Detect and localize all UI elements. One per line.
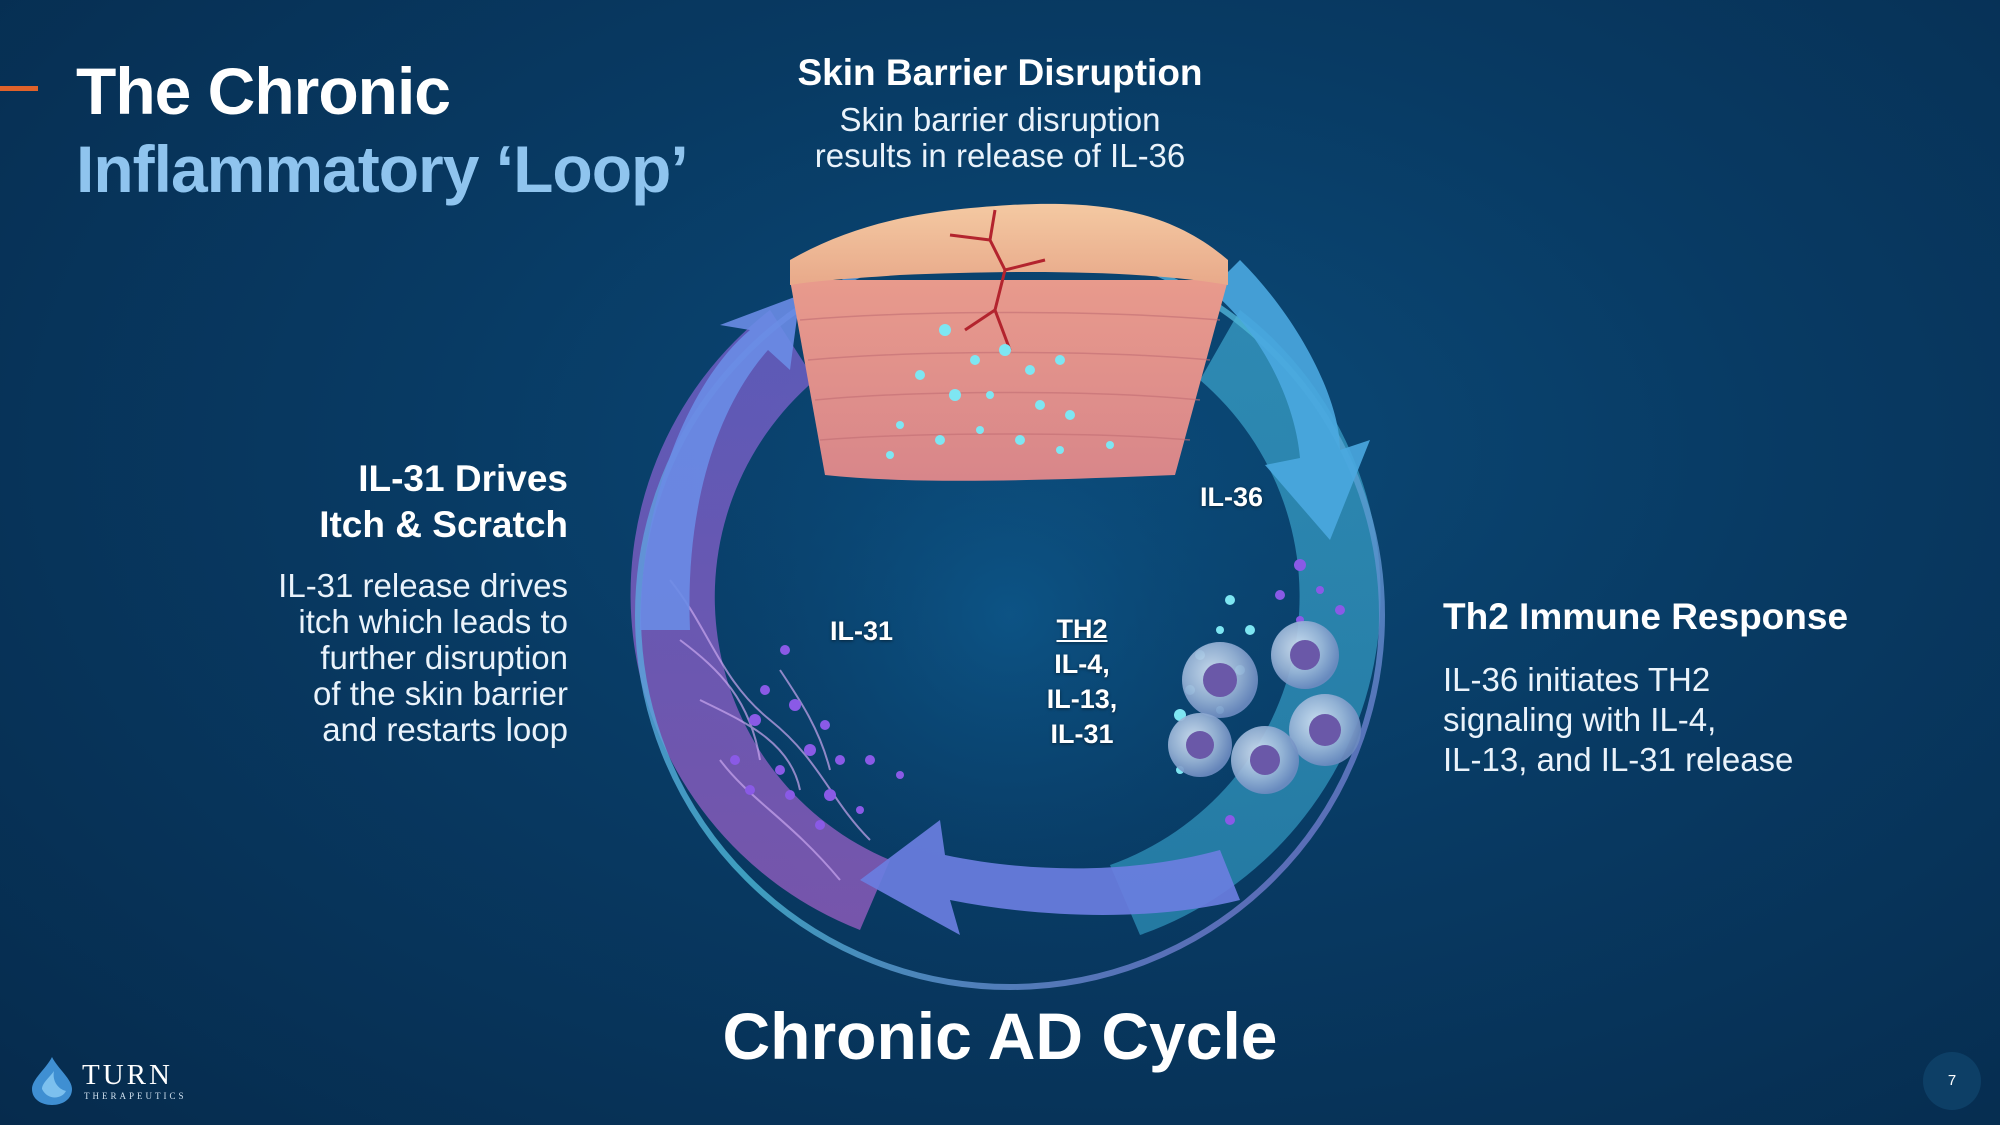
page-title: The Chronic Inflammatory ‘Loop’	[76, 52, 689, 208]
th2-body-line: IL-36 initiates TH2	[1443, 661, 1711, 698]
th2-body: IL-36 initiates TH2 signaling with IL-4,…	[1443, 660, 1963, 780]
immune-cells	[1168, 621, 1361, 794]
arrow-down-right	[1210, 260, 1370, 540]
skin-barrier-body: Skin barrier disruption results in relea…	[740, 102, 1260, 174]
skin-crack	[949, 209, 1046, 351]
company-logo: TURN THERAPEUTICS	[28, 1055, 208, 1111]
th2-block: Th2 Immune Response IL-36 initiates TH2 …	[1443, 594, 1963, 780]
nerve-lines	[669, 579, 871, 881]
il31-particles	[730, 645, 904, 830]
cycle-title: Chronic AD Cycle	[722, 999, 1278, 1073]
il31-body: IL-31 release drives itch which leads to…	[200, 568, 568, 748]
skin-barrier-heading: Skin Barrier Disruption	[797, 52, 1203, 93]
th2-label-title: TH2	[1056, 614, 1108, 644]
th2-label-line: IL-13,	[1046, 684, 1118, 714]
il31-body-line: itch which leads to	[298, 603, 568, 640]
il31-body-line: further disruption	[320, 639, 568, 676]
th2-label-line: IL-31	[1050, 719, 1114, 749]
arrow-up-left	[640, 295, 800, 630]
skin-block-illustration	[790, 203, 1228, 481]
skin-barrier-body-line: Skin barrier disruption	[839, 101, 1161, 138]
cycle-diagram	[630, 203, 1390, 990]
il31-body-line: IL-31 release drives	[278, 567, 568, 604]
logo-subtitle: THERAPEUTICS	[84, 1091, 187, 1101]
th2-label-line: IL-4,	[1054, 649, 1110, 679]
th2-cytokine-label: TH2 IL-4, IL-13, IL-31	[1040, 612, 1124, 752]
th2-body-line: signaling with IL-4,	[1443, 701, 1717, 738]
purple-particles-right	[1225, 559, 1345, 825]
il31-block: IL-31 Drives Itch & Scratch IL-31 releas…	[200, 456, 568, 748]
accent-bar	[0, 86, 38, 91]
il31-heading-line: Itch & Scratch	[319, 504, 568, 545]
th2-heading: Th2 Immune Response	[1443, 596, 1849, 637]
droplet-icon	[32, 1057, 72, 1105]
skin-side	[790, 280, 1228, 481]
il31-heading-line: IL-31 Drives	[358, 458, 568, 499]
title-line-2: Inflammatory ‘Loop’	[76, 132, 689, 206]
logo-wordmark: TURN	[82, 1059, 173, 1091]
arrow-bottom-left	[860, 820, 1240, 935]
il36-label: IL-36	[1200, 482, 1264, 512]
il31-heading: IL-31 Drives Itch & Scratch	[200, 456, 568, 548]
il31-body-line: and restarts loop	[322, 711, 568, 748]
skin-barrier-block: Skin Barrier Disruption Skin barrier dis…	[740, 50, 1260, 174]
il31-body-line: of the skin barrier	[313, 675, 568, 712]
skin-barrier-body-line: results in release of IL-36	[814, 137, 1186, 174]
il36-particles	[886, 324, 1114, 459]
page-number: 7	[1923, 1052, 1981, 1110]
il31-label: IL-31	[830, 616, 894, 646]
title-line-1: The Chronic	[76, 54, 451, 128]
th2-body-line: IL-13, and IL-31 release	[1443, 741, 1794, 778]
skin-top	[790, 203, 1228, 285]
